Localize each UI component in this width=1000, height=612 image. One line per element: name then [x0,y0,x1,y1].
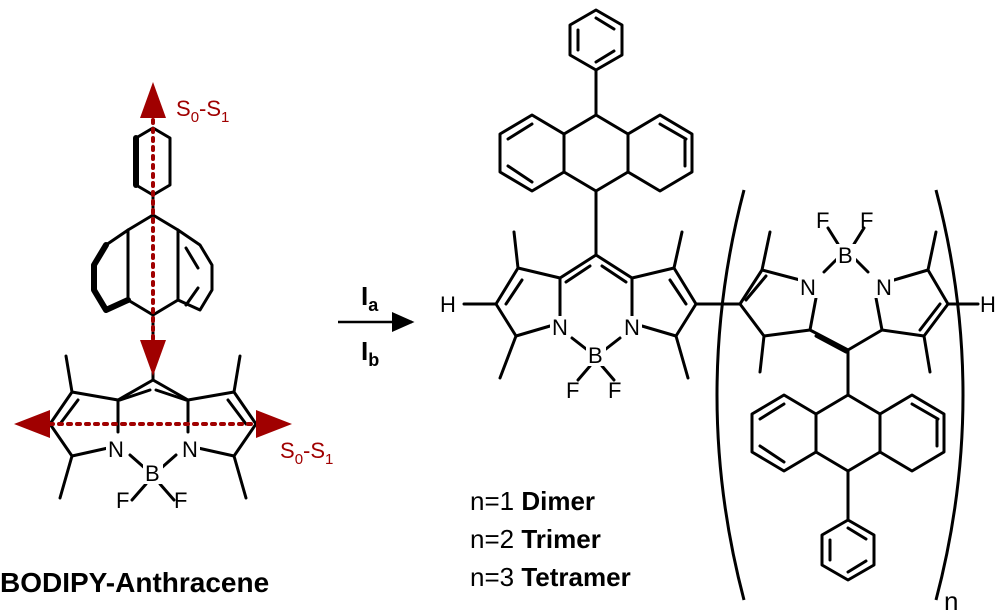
atom-n-unit1-1: N [552,315,568,340]
oligomer-structure: H N N B F F n [440,8,996,612]
atom-f-left-1: F [116,488,129,513]
bodipy-unit-2 [738,226,980,397]
reaction-arrow-group: Ia Ib [338,281,415,370]
compound-name-bodipy-anthracene: BODIPY-Anthracene [0,567,269,598]
dipole-arrowhead-up [140,82,166,118]
bodipy-anthracene-structure: N N B F F S0-S1 S0-S1 BODIPY-Anthracene [0,82,333,598]
transition-dipole-horizontal [14,410,292,438]
oligomer-label-dimer: n=1 Dimer [470,486,595,516]
atom-n-unit2-1: N [800,275,816,300]
atom-n-left-1: N [108,437,124,462]
atom-f-unit1-2: F [608,378,621,403]
dipole-arrowhead-right [256,410,292,438]
anthracene-top [498,113,694,257]
repeat-subscript-n: n [944,586,958,612]
anthracene-bottom [750,393,946,522]
oligomer-label-trimer: n=2 Trimer [470,524,601,554]
transition-label-vertical: S0-S1 [176,96,229,126]
atom-b-unit1: B [588,343,603,368]
atom-n-unit2-2: N [876,275,892,300]
atom-b-left: B [145,461,160,486]
dipole-arrowhead-left [14,410,50,438]
atom-f-unit1-1: F [566,378,579,403]
atom-f-left-2: F [174,488,187,513]
atom-n-unit1-2: N [624,315,640,340]
bodipy-atoms-unit-1: H N N B F F [440,292,642,403]
phenyl-ring-top [568,8,624,117]
atom-n-left-2: N [182,437,198,462]
bodipy-unit-1 [462,230,742,382]
repeat-bracket-right [934,189,965,601]
oligomer-legend: n=1 Dimer n=2 Trimer n=3 Tetramer [470,486,631,592]
repeat-bracket-left [715,189,746,601]
atom-b-unit2: B [838,243,853,268]
transition-label-horizontal: S0-S1 [280,438,333,468]
atom-f-unit2-1: F [816,208,829,233]
bodipy-atoms-unit-2: N N B F F H [798,208,996,317]
reagent-label-b: Ib [361,336,379,370]
atom-f-unit2-2: F [860,208,873,233]
reagent-label-a: Ia [361,281,379,315]
dipole-arrowhead-down [140,340,166,376]
end-group-h-right: H [980,292,996,317]
end-group-h-left: H [440,292,456,317]
bodipy-atoms-left: N N B F F [106,437,200,513]
oligomer-label-tetramer: n=3 Tetramer [470,562,631,592]
transition-dipole-vertical [140,82,166,376]
phenyl-ring-bottom [820,518,876,582]
